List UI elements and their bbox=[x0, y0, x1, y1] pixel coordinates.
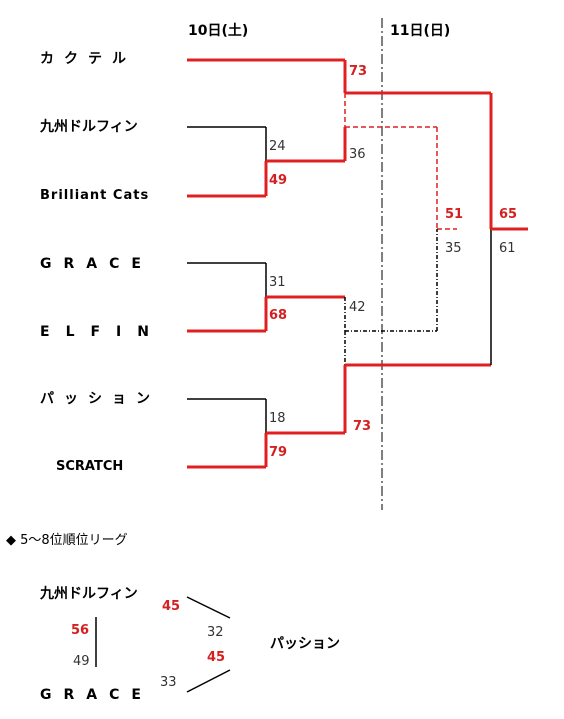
league-ac-line bbox=[186, 596, 231, 619]
score-label: 79 bbox=[269, 445, 288, 460]
league-team-name: 九州ドルフィン bbox=[40, 586, 138, 602]
team-name: カクテル bbox=[40, 51, 136, 67]
team-name: ELFIN bbox=[40, 324, 165, 340]
score-label: 56 bbox=[71, 623, 90, 638]
score-label: 24 bbox=[269, 139, 286, 154]
score-label: 36 bbox=[349, 147, 366, 162]
score-label: 51 bbox=[445, 207, 464, 222]
score-label: 73 bbox=[353, 419, 372, 434]
score-label: 68 bbox=[269, 308, 288, 323]
score-label: 33 bbox=[160, 675, 177, 690]
score-label: 49 bbox=[73, 654, 90, 669]
score-label: 45 bbox=[162, 599, 181, 614]
team-name: GRACE bbox=[40, 256, 153, 272]
score-label: 73 bbox=[349, 64, 368, 79]
score-label: 49 bbox=[269, 173, 288, 188]
team-name: パッション bbox=[40, 391, 160, 407]
score-label: 31 bbox=[269, 275, 286, 290]
league-title: ◆ 5〜8位順位リーグ bbox=[6, 533, 128, 548]
team-name: SCRATCH bbox=[56, 459, 124, 474]
team-name: 九州ドルフィン bbox=[40, 119, 138, 135]
score-label: 65 bbox=[499, 207, 518, 222]
league-team-name: パッション bbox=[270, 636, 340, 652]
day1-header: 10日(土) bbox=[188, 23, 249, 39]
score-label: 61 bbox=[499, 241, 516, 256]
score-label: 35 bbox=[445, 241, 462, 256]
league-team-name: GRACE bbox=[40, 687, 153, 703]
league-bc-line bbox=[186, 669, 231, 693]
score-label: 32 bbox=[207, 625, 224, 640]
score-label: 42 bbox=[349, 300, 366, 315]
score-label: 45 bbox=[207, 650, 226, 665]
day2-header: 11日(日) bbox=[390, 23, 451, 39]
score-label: 18 bbox=[269, 411, 286, 426]
team-name: Brilliant Cats bbox=[40, 188, 150, 203]
